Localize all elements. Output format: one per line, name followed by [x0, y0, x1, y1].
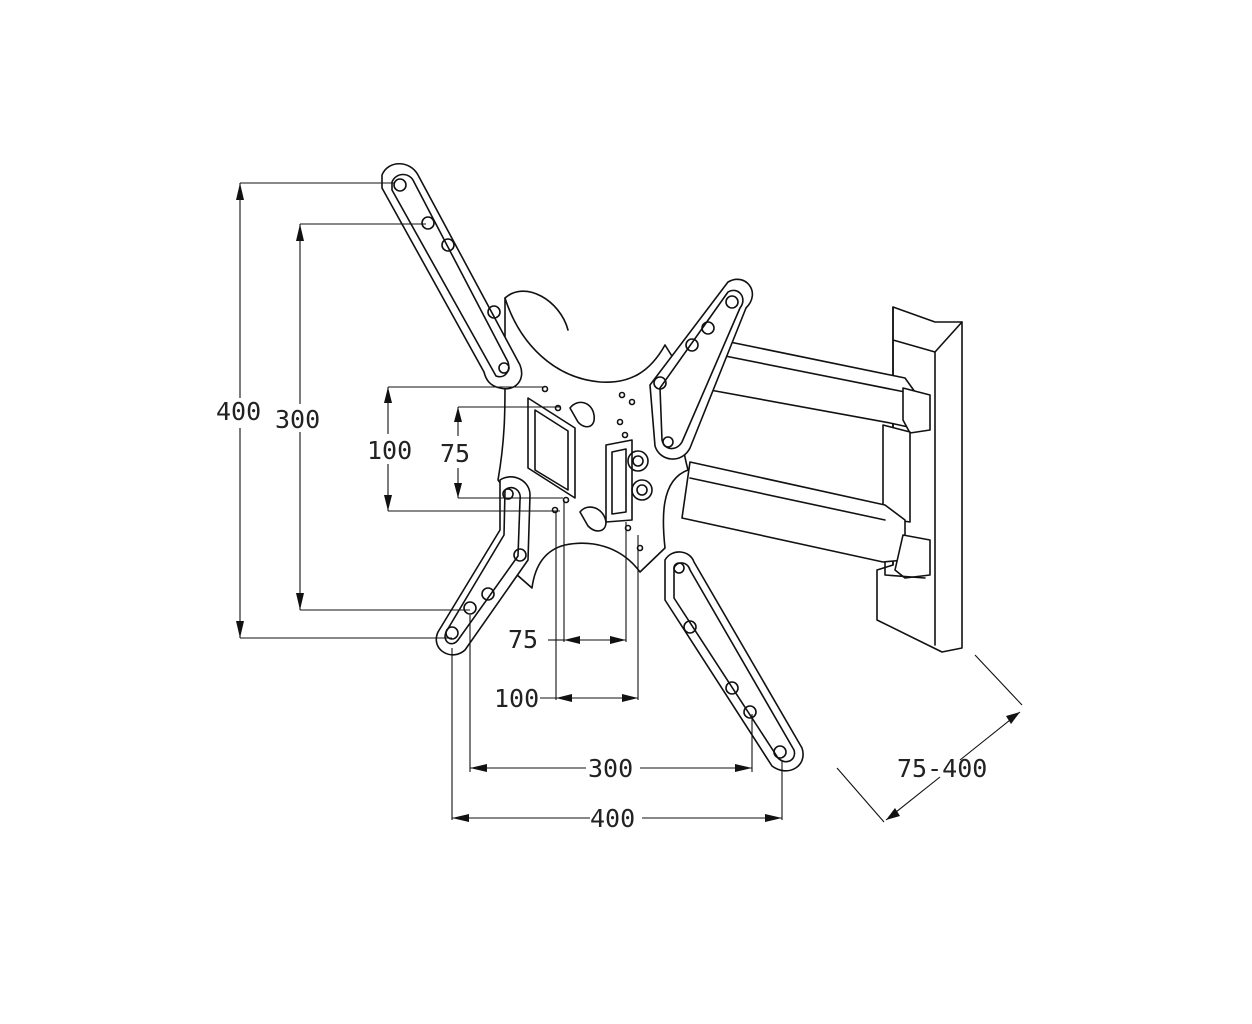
bracket-arm-bottom-right — [664, 551, 804, 772]
label-extension: 75-400 — [897, 754, 987, 783]
label-height-small-inner: 75 — [440, 439, 470, 468]
dimension-75-vertical — [454, 406, 563, 499]
label-width-small-inner: 75 — [508, 625, 538, 654]
bracket-arm-top-right — [649, 278, 754, 460]
bracket-arm-top-left — [381, 162, 523, 390]
dimension-75-horizontal — [548, 500, 627, 644]
dimension-400-vertical — [236, 182, 452, 639]
dimension-100-horizontal — [540, 512, 639, 702]
dimension-100-vertical — [384, 386, 560, 512]
dimension-400-horizontal — [451, 648, 783, 822]
swing-arm-lower — [681, 461, 931, 579]
label-height-inner: 300 — [275, 405, 320, 434]
label-height-small-outer: 100 — [367, 436, 412, 465]
label-height-outer: 400 — [216, 397, 261, 426]
swing-arm-elbow — [882, 424, 911, 523]
dimension-300-horizontal — [469, 615, 753, 772]
label-width-outer: 400 — [590, 804, 635, 833]
label-width-small-outer: 100 — [494, 684, 539, 713]
dimension-extension — [836, 654, 1023, 823]
dimension-300-vertical — [296, 223, 470, 611]
label-width-inner: 300 — [588, 754, 633, 783]
swing-arm-upper — [709, 339, 931, 434]
